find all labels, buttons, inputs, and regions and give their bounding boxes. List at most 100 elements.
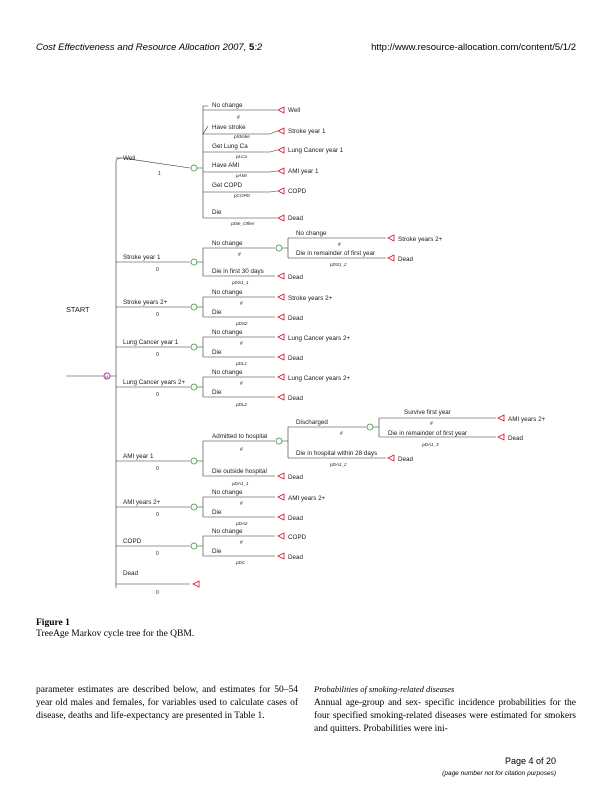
- page-note: (page number not for citation purposes): [442, 770, 556, 777]
- markov-tree-diagram: START M Well 1 No change # Have stroke p…: [66, 102, 546, 596]
- svg-text:Dead: Dead: [398, 456, 414, 463]
- figure-caption: TreeAge Markov cycle tree for the QBM.: [36, 629, 195, 639]
- svg-text:Lung Cancer year 1: Lung Cancer year 1: [288, 147, 344, 154]
- svg-text:Dead: Dead: [508, 435, 524, 442]
- svg-text:Have AMI: Have AMI: [212, 162, 240, 169]
- svg-text:Survive first year: Survive first year: [404, 409, 451, 416]
- chance-node-well: [190, 164, 198, 172]
- body-paragraph-left: parameter estimates are described below,…: [36, 685, 298, 721]
- svg-text:Stroke years 2+: Stroke years 2+: [288, 295, 333, 302]
- svg-text:#: #: [237, 115, 240, 121]
- state-stroke-years-2plus: Stroke years 2+: [123, 299, 168, 306]
- markov-node: M: [103, 372, 111, 380]
- body-paragraph-right: Annual age-group and sex- specific incid…: [314, 698, 576, 734]
- svg-text:Dead: Dead: [288, 395, 304, 402]
- svg-text:pDA2: pDA2: [235, 521, 248, 526]
- svg-text:pLCa: pLCa: [235, 154, 247, 159]
- svg-text:#: #: [240, 447, 243, 453]
- state-well: Well: [123, 155, 135, 162]
- svg-text:Die: Die: [212, 309, 222, 316]
- svg-text:#: #: [240, 301, 243, 307]
- svg-text:AMI years 2+: AMI years 2+: [508, 416, 546, 423]
- svg-text:pStroke: pStroke: [233, 134, 250, 139]
- svg-text:pAMI: pAMI: [235, 173, 247, 178]
- svg-text:No change: No change: [212, 528, 243, 535]
- journal-year: 2007,: [222, 42, 247, 53]
- journal-name: Cost Effectiveness and Resource Allocati…: [36, 42, 220, 53]
- svg-text:No change: No change: [212, 329, 243, 336]
- svg-text:Die in remainder of first year: Die in remainder of first year: [388, 430, 467, 437]
- svg-text:pDS2: pDS2: [235, 321, 248, 326]
- svg-text:Die in first 30 days: Die in first 30 days: [212, 268, 264, 275]
- svg-text:Lung Cancer years 2+: Lung Cancer years 2+: [288, 375, 350, 382]
- svg-text:0: 0: [156, 352, 159, 358]
- svg-text:Well: Well: [288, 107, 300, 114]
- state-lung-cancer-year-1: Lung Cancer year 1: [123, 339, 179, 346]
- svg-text:Dead: Dead: [398, 256, 414, 263]
- svg-text:pDL2: pDL2: [235, 402, 247, 407]
- svg-text:Dead: Dead: [288, 474, 304, 481]
- article-url[interactable]: http://www.resource-allocation.com/conte…: [371, 42, 576, 53]
- svg-text:No change: No change: [212, 102, 243, 109]
- svg-text:No change: No change: [212, 240, 243, 247]
- svg-text:AMI years 2+: AMI years 2+: [288, 495, 326, 502]
- svg-text:Die: Die: [212, 548, 222, 555]
- state-lung-cancer-years-2plus: Lung Cancer years 2+: [123, 379, 185, 386]
- svg-text:0: 0: [156, 590, 159, 596]
- root-label: START: [66, 305, 90, 314]
- terminal-nodes-well: [277, 106, 285, 222]
- svg-text:Get COPD: Get COPD: [212, 182, 243, 189]
- svg-text:No change: No change: [212, 489, 243, 496]
- state-dead: Dead: [123, 570, 139, 577]
- svg-text:No change: No change: [212, 289, 243, 296]
- svg-text:Stroke year 1: Stroke year 1: [288, 128, 326, 135]
- svg-text:pDL1: pDL1: [235, 361, 247, 366]
- section-title: Probabilities of smoking-related disease…: [314, 684, 455, 694]
- svg-text:AMI year 1: AMI year 1: [288, 168, 319, 175]
- svg-text:Die: Die: [212, 509, 222, 516]
- svg-text:0: 0: [156, 551, 159, 557]
- svg-text:COPD: COPD: [288, 534, 307, 541]
- state-ami-years-2plus: AMI years 2+: [123, 499, 161, 506]
- svg-text:Get Lung Ca: Get Lung Ca: [212, 143, 248, 150]
- svg-text:Have stroke: Have stroke: [212, 124, 246, 131]
- svg-text:#: #: [240, 540, 243, 546]
- svg-text:#: #: [238, 252, 241, 258]
- svg-text:No change: No change: [212, 369, 243, 376]
- svg-text:0: 0: [156, 466, 159, 472]
- svg-text:pDS1_1: pDS1_1: [231, 280, 249, 285]
- svg-text:pDC: pDC: [235, 560, 246, 565]
- svg-text:pCOPD: pCOPD: [233, 193, 251, 198]
- svg-text:Die outside hospital: Die outside hospital: [212, 468, 267, 475]
- svg-text:#: #: [240, 341, 243, 347]
- page-number: Page 4 of 20: [504, 756, 556, 766]
- svg-text:pDS1_2: pDS1_2: [329, 262, 347, 267]
- svg-text:Die in remainder of first year: Die in remainder of first year: [296, 250, 375, 257]
- svg-text:0: 0: [156, 312, 159, 318]
- svg-text:Die in hospital within 28 days: Die in hospital within 28 days: [296, 450, 377, 457]
- svg-text:Die: Die: [212, 349, 222, 356]
- svg-text:Die: Die: [212, 209, 222, 216]
- svg-text:0: 0: [156, 267, 159, 273]
- svg-text:COPD: COPD: [288, 188, 307, 195]
- svg-text:Lung Cancer years 2+: Lung Cancer years 2+: [288, 335, 350, 342]
- svg-text:#: #: [240, 381, 243, 387]
- journal-issue: :2: [254, 42, 263, 53]
- svg-text:Admitted to hospital: Admitted to hospital: [212, 433, 267, 440]
- svg-text:pDA1_1: pDA1_1: [231, 481, 249, 486]
- svg-text:#: #: [430, 421, 433, 427]
- svg-text:No change: No change: [296, 230, 327, 237]
- svg-text:Dead: Dead: [288, 355, 304, 362]
- figure-label: Figure 1: [36, 618, 70, 628]
- svg-text:#: #: [338, 242, 341, 248]
- svg-text:Dead: Dead: [288, 315, 304, 322]
- svg-text:Discharged: Discharged: [296, 419, 328, 426]
- svg-text:Dead: Dead: [288, 215, 304, 222]
- svg-text:#: #: [240, 501, 243, 507]
- svg-text:0: 0: [156, 512, 159, 518]
- svg-text:Dead: Dead: [288, 554, 304, 561]
- svg-text:Stroke years 2+: Stroke years 2+: [398, 236, 443, 243]
- svg-text:pDA1_3: pDA1_3: [421, 442, 439, 447]
- svg-text:#: #: [340, 431, 343, 437]
- state-ami-year-1: AMI year 1: [123, 453, 154, 460]
